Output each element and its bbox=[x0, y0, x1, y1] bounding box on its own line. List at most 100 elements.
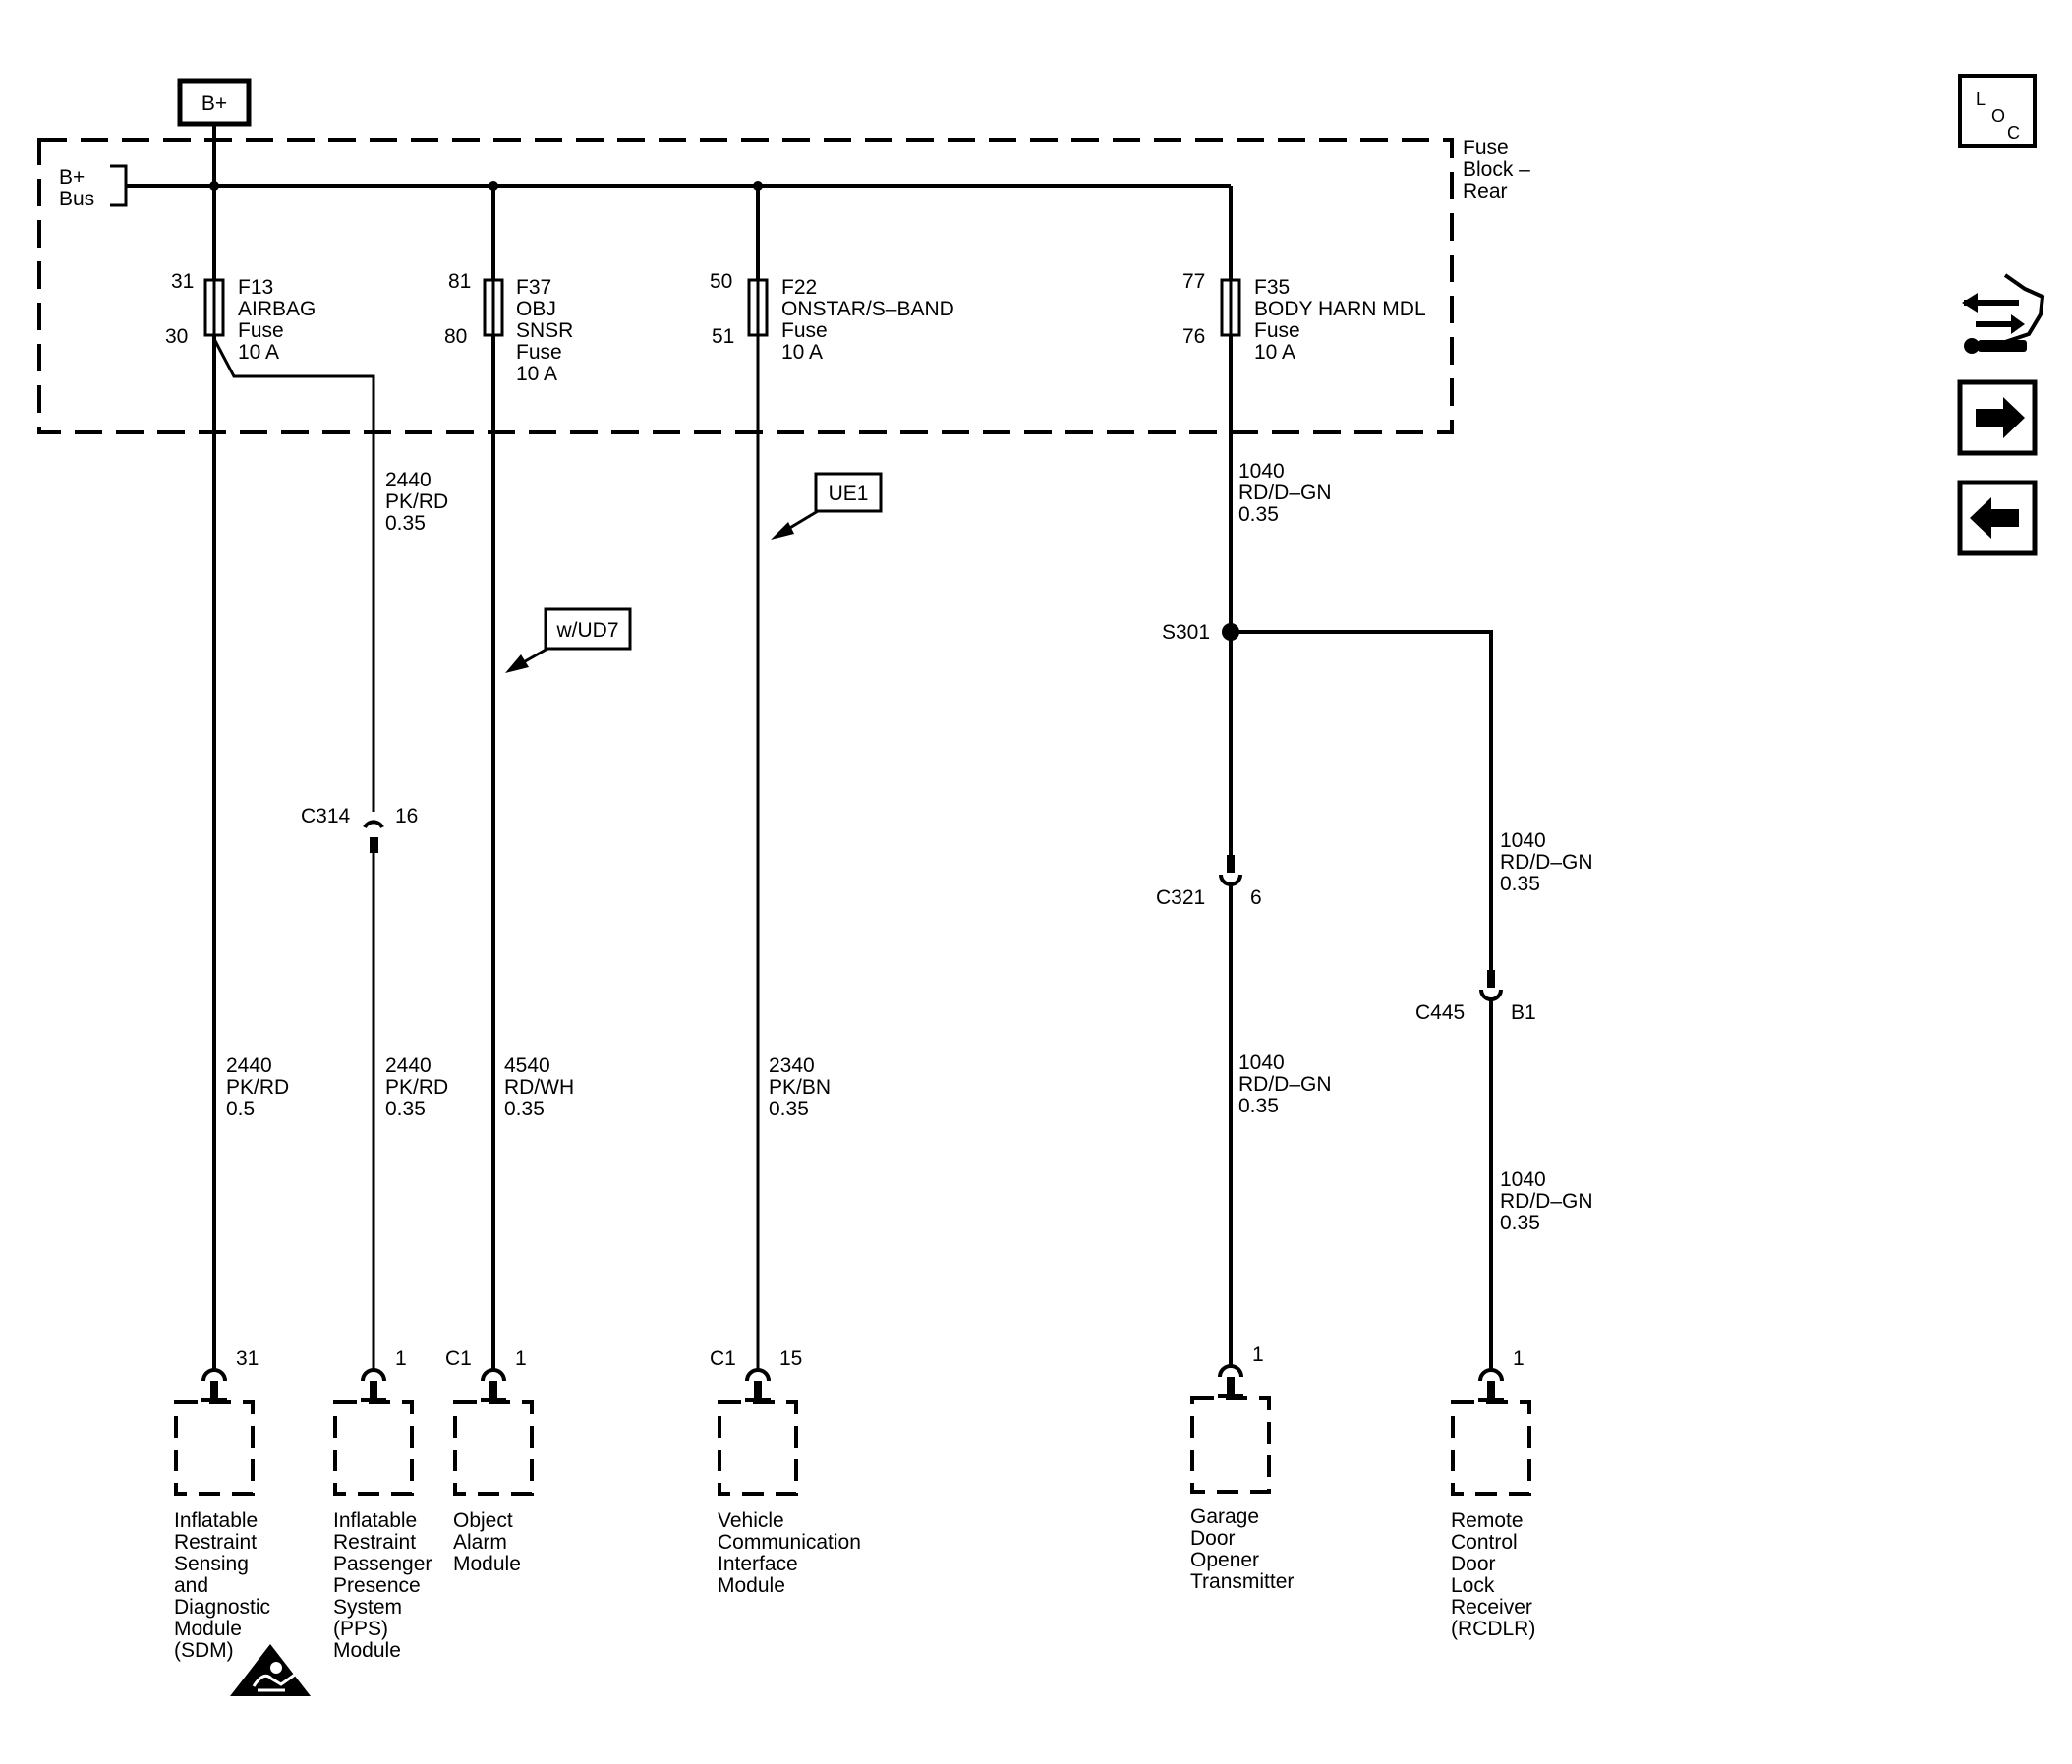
svg-text:Fuse: Fuse bbox=[238, 319, 284, 342]
splice-s301-label: S301 bbox=[1162, 621, 1210, 644]
module-name-garage: Garage Door Opener Transmitter bbox=[1190, 1506, 1294, 1593]
svg-text:10 A: 10 A bbox=[781, 341, 823, 364]
wire-label-obj-color: RD/WH bbox=[504, 1076, 574, 1099]
svg-text:C321: C321 bbox=[1156, 886, 1205, 909]
wire-label-pps-color: PK/RD bbox=[385, 1076, 448, 1099]
svg-text:Door: Door bbox=[1451, 1553, 1496, 1575]
fuse-block-label-2: Block – bbox=[1463, 158, 1530, 181]
wire-label-rcdlr-color: RD/D–GN bbox=[1500, 1190, 1593, 1213]
svg-text:(SDM): (SDM) bbox=[174, 1639, 234, 1662]
svg-text:Restraint: Restraint bbox=[174, 1531, 257, 1554]
svg-text:Restraint: Restraint bbox=[333, 1531, 416, 1554]
svg-text:1: 1 bbox=[515, 1347, 527, 1370]
svg-text:Fuse: Fuse bbox=[781, 319, 828, 342]
connector-pps: 1 bbox=[361, 1347, 407, 1402]
svg-text:w/UD7: w/UD7 bbox=[555, 619, 618, 642]
wire-label-f35-color: RD/D–GN bbox=[1238, 482, 1332, 504]
arrow-left-icon[interactable] bbox=[1957, 480, 2038, 556]
svg-text:and: and bbox=[174, 1574, 208, 1597]
svg-text:30: 30 bbox=[165, 325, 188, 348]
svg-text:1: 1 bbox=[1513, 1347, 1525, 1370]
svg-text:C314: C314 bbox=[301, 805, 351, 827]
fuse-f35: 77 76 F35 BODY HARN MDL Fuse 10 A bbox=[1182, 186, 1426, 364]
battery-terminal: B+ bbox=[177, 78, 252, 127]
wire-label-sdm-gauge: 0.5 bbox=[226, 1098, 255, 1120]
fuse-block-label-1: Fuse bbox=[1463, 137, 1509, 159]
wire-label-f35-circuit: 1040 bbox=[1238, 460, 1285, 483]
connector-c314: C314 16 bbox=[301, 805, 418, 853]
svg-text:Receiver: Receiver bbox=[1451, 1596, 1532, 1619]
wire-label-rcdlr-upper-color: RD/D–GN bbox=[1500, 851, 1593, 874]
svg-text:B1: B1 bbox=[1511, 1001, 1536, 1024]
svg-text:System: System bbox=[333, 1596, 402, 1619]
wire-label-pps-upper-color: PK/RD bbox=[385, 490, 448, 513]
svg-text:SNSR: SNSR bbox=[516, 319, 573, 342]
svg-text:31: 31 bbox=[236, 1347, 259, 1370]
connector-sdm: 31 bbox=[201, 1347, 259, 1402]
module-name-pps: Inflatable Restraint Passenger Presence … bbox=[333, 1509, 432, 1662]
svg-text:ONSTAR/S–BAND: ONSTAR/S–BAND bbox=[781, 298, 954, 320]
wire-label-sdm-color: PK/RD bbox=[226, 1076, 289, 1099]
svg-text:Fuse: Fuse bbox=[516, 341, 562, 364]
option-ud7-callout: w/UD7 bbox=[505, 607, 632, 673]
svg-text:Module: Module bbox=[718, 1574, 785, 1597]
module-box-vcim bbox=[718, 1400, 798, 1496]
svg-text:1: 1 bbox=[1252, 1343, 1264, 1366]
svg-text:F35: F35 bbox=[1254, 276, 1290, 299]
bus-label-2: Bus bbox=[59, 188, 94, 210]
loc-icon[interactable]: L O C bbox=[1958, 74, 2037, 148]
wire-label-garage-circuit: 1040 bbox=[1238, 1052, 1285, 1074]
connector-garage: 1 bbox=[1218, 1343, 1264, 1398]
module-box-obj bbox=[453, 1400, 534, 1496]
wire-label-garage-color: RD/D–GN bbox=[1238, 1073, 1332, 1096]
wire-label-vcim-color: PK/BN bbox=[769, 1076, 831, 1099]
wire-label-rcdlr-upper-gauge: 0.35 bbox=[1500, 873, 1540, 895]
bus-bracket bbox=[110, 164, 128, 207]
svg-text:F37: F37 bbox=[516, 276, 551, 299]
module-box-garage bbox=[1190, 1396, 1271, 1494]
wire-label-vcim-circuit: 2340 bbox=[769, 1054, 815, 1077]
connector-rcdlr: 1 bbox=[1478, 1347, 1525, 1402]
module-name-rcdlr: Remote Control Door Lock Receiver (RCDLR… bbox=[1451, 1509, 1535, 1640]
svg-text:O: O bbox=[1991, 106, 2005, 126]
module-box-pps bbox=[333, 1400, 414, 1496]
fuse-f13: 31 30 F13 AIRBAG Fuse 10 A bbox=[165, 186, 316, 364]
fuse-f22: 50 51 F22 ONSTAR/S–BAND Fuse 10 A bbox=[710, 186, 954, 364]
svg-text:6: 6 bbox=[1250, 886, 1262, 909]
wire-label-f35-gauge: 0.35 bbox=[1238, 503, 1279, 526]
svg-text:C1: C1 bbox=[445, 1347, 472, 1370]
arrow-right-icon[interactable] bbox=[1957, 379, 2038, 456]
svg-text:B+: B+ bbox=[201, 92, 227, 115]
svg-text:(PPS): (PPS) bbox=[333, 1618, 388, 1640]
svg-text:Passenger: Passenger bbox=[333, 1553, 432, 1575]
wire-label-rcdlr-upper-circuit: 1040 bbox=[1500, 829, 1546, 852]
wire-label-pps-upper-gauge: 0.35 bbox=[385, 512, 426, 535]
module-name-obj: Object Alarm Module bbox=[453, 1509, 521, 1575]
bus-label-1: B+ bbox=[59, 166, 85, 189]
fuse-block-outline bbox=[37, 138, 1454, 434]
svg-text:Opener: Opener bbox=[1190, 1549, 1259, 1571]
svg-text:10 A: 10 A bbox=[238, 341, 279, 364]
connector-vcim: C1 15 bbox=[710, 1347, 802, 1402]
svg-text:(RCDLR): (RCDLR) bbox=[1451, 1618, 1535, 1640]
harness-icon[interactable] bbox=[1962, 273, 2045, 354]
svg-text:51: 51 bbox=[712, 325, 734, 348]
svg-text:80: 80 bbox=[444, 325, 467, 348]
option-ue1-callout: UE1 bbox=[771, 472, 883, 540]
svg-text:Module: Module bbox=[174, 1618, 242, 1640]
svg-text:10 A: 10 A bbox=[1254, 341, 1295, 364]
airbag-warning-icon bbox=[230, 1644, 311, 1696]
svg-text:Inflatable: Inflatable bbox=[174, 1509, 258, 1532]
svg-text:16: 16 bbox=[395, 805, 418, 827]
wire-label-sdm-circuit: 2440 bbox=[226, 1054, 272, 1077]
connector-c321: C321 6 bbox=[1156, 855, 1262, 909]
svg-text:C445: C445 bbox=[1415, 1001, 1465, 1024]
wire-label-rcdlr-circuit: 1040 bbox=[1500, 1168, 1546, 1191]
module-name-sdm: Inflatable Restraint Sensing and Diagnos… bbox=[174, 1509, 270, 1662]
svg-text:Garage: Garage bbox=[1190, 1506, 1259, 1528]
svg-text:31: 31 bbox=[171, 270, 194, 293]
svg-text:Module: Module bbox=[453, 1553, 521, 1575]
svg-text:Sensing: Sensing bbox=[174, 1553, 249, 1575]
wire-label-vcim-gauge: 0.35 bbox=[769, 1098, 809, 1120]
